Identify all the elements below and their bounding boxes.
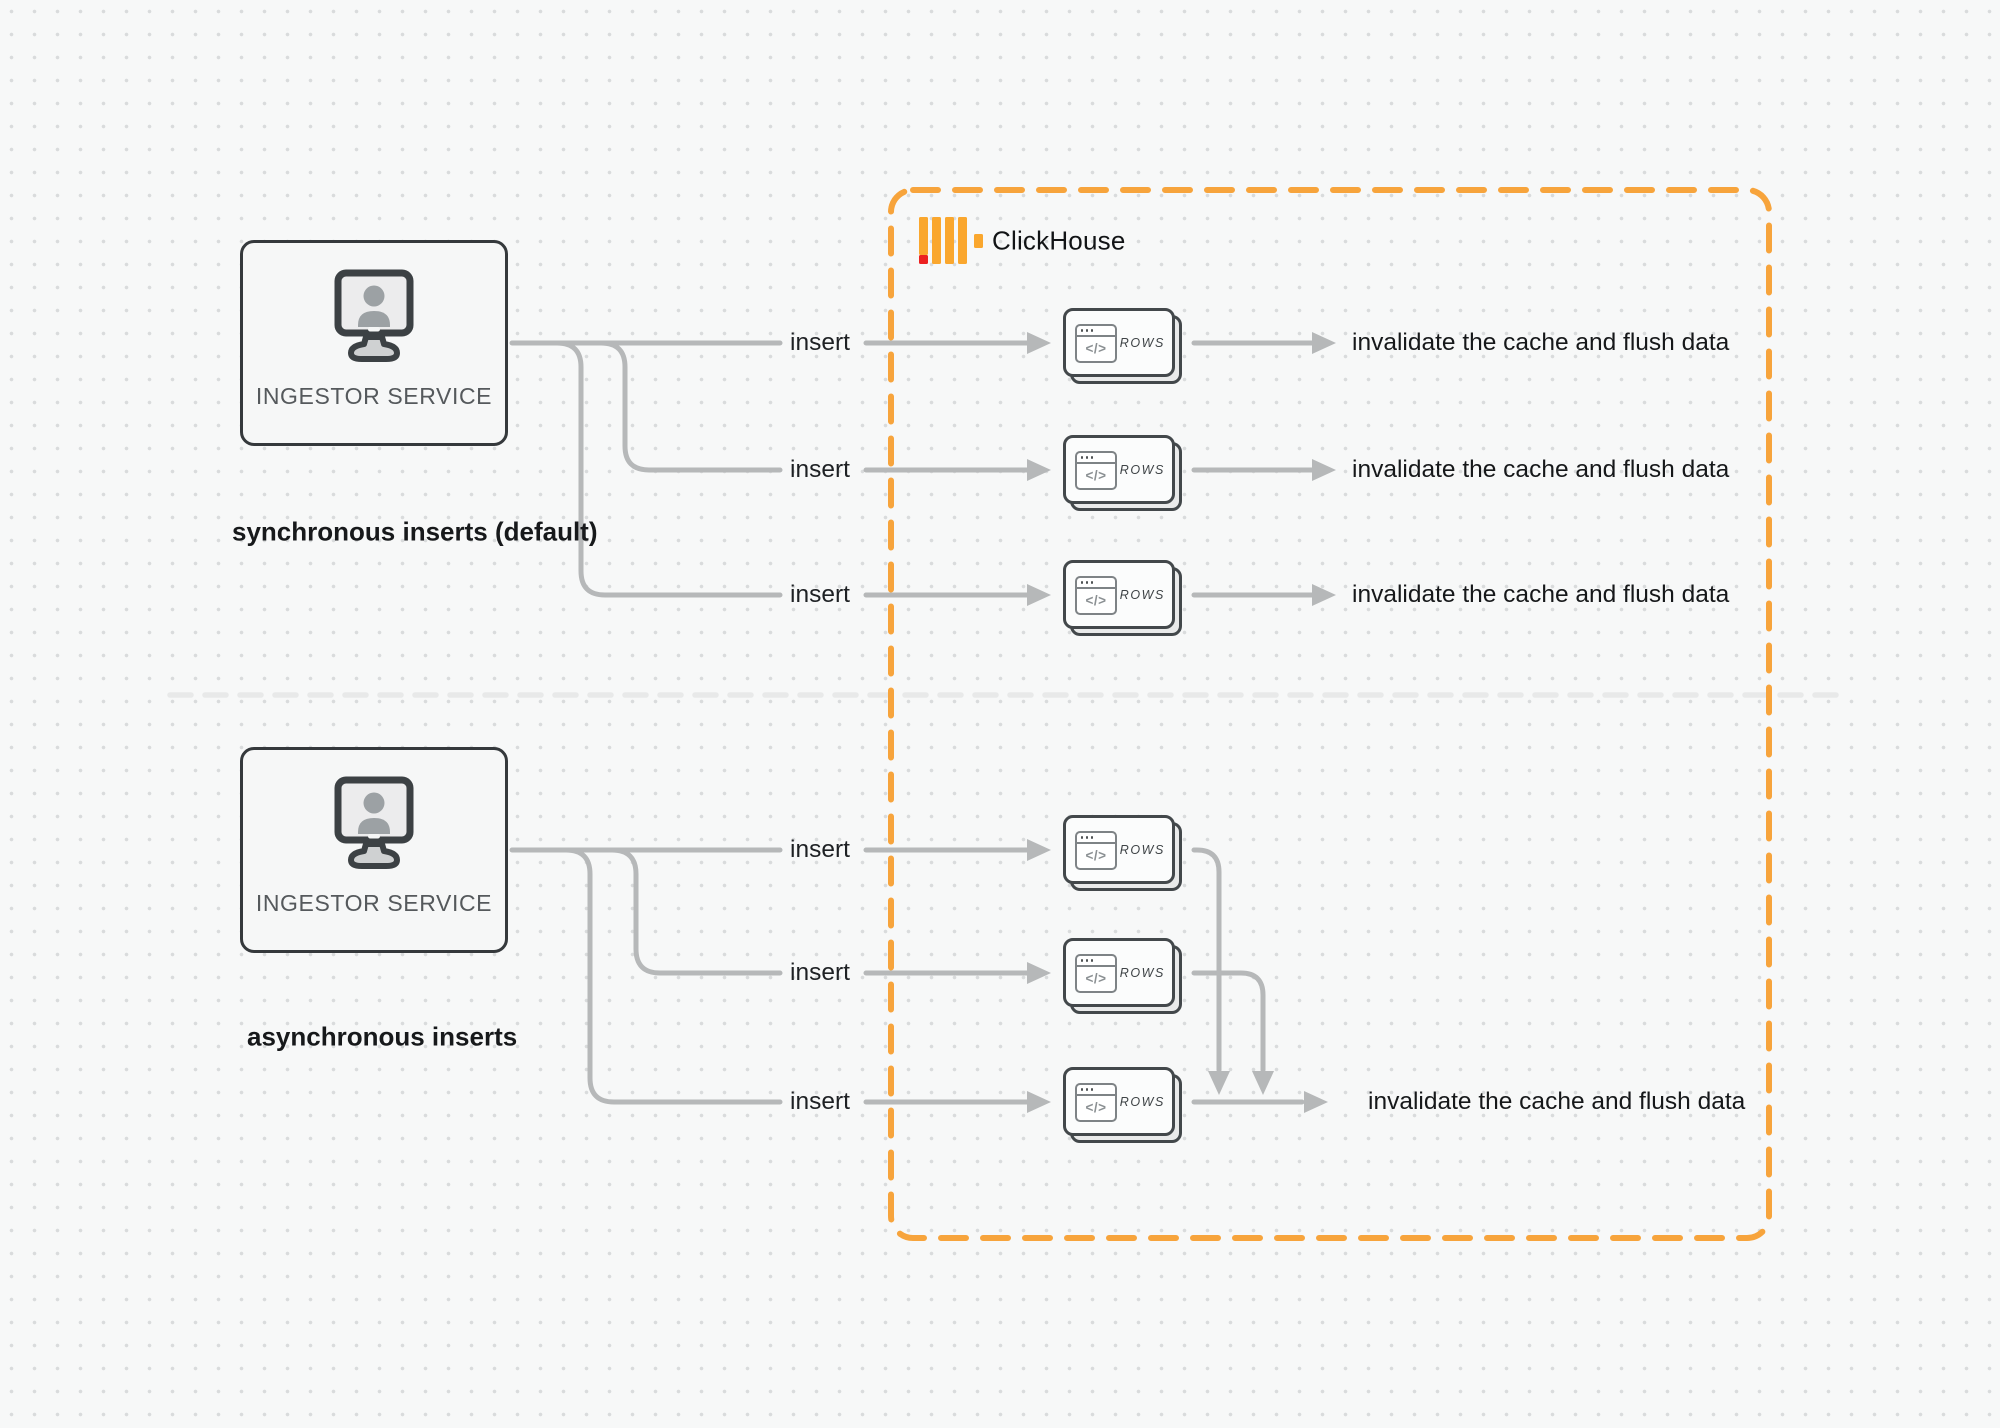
async-merge-line-1 (1191, 847, 1222, 1073)
insert-label: insert (790, 836, 850, 863)
ingestor-service-label: INGESTOR SERVICE (255, 383, 493, 409)
rows-card-face: </> ROWS (1063, 815, 1175, 884)
arrowhead (1027, 332, 1051, 354)
code-window-icon: </> (1075, 954, 1117, 993)
monitor-user-icon (334, 776, 414, 869)
ingestor-service-box-async: INGESTOR SERVICE (240, 747, 508, 953)
code-window-titlebar (1077, 956, 1115, 967)
gray-connectors (509, 340, 1315, 1105)
arrowhead-down (1208, 1071, 1230, 1095)
insert-label: insert (790, 1088, 850, 1115)
async-fanout-line-3 (563, 847, 783, 1105)
code-window-icon: </> (1075, 576, 1117, 615)
result-label: invalidate the cache and flush data (1368, 1088, 1746, 1115)
clickhouse-logo-icon (919, 217, 983, 264)
code-window-titlebar (1077, 1085, 1115, 1096)
async-fanout-line-2 (609, 847, 783, 976)
clickhouse-brand-label: ClickHouse (992, 225, 1126, 256)
rows-card-face: </> ROWS (1063, 938, 1175, 1007)
insert-label: insert (790, 329, 850, 356)
arrowhead (1027, 459, 1051, 481)
monitor-user-icon (334, 269, 414, 362)
code-window-icon: </> (1075, 1083, 1117, 1122)
rows-card-face: </> ROWS (1063, 560, 1175, 629)
rows-label: ROWS (1119, 587, 1165, 602)
code-window-icon: </> (1075, 451, 1117, 490)
rows-card: </> ROWS (1063, 435, 1182, 511)
rows-card: </> ROWS (1063, 560, 1182, 636)
arrowhead-down (1252, 1071, 1274, 1095)
rows-card: </> ROWS (1063, 308, 1182, 384)
rows-card-face: </> ROWS (1063, 1067, 1175, 1136)
rows-card: </> ROWS (1063, 1067, 1182, 1143)
code-window-icon: </> (1075, 324, 1117, 363)
arrowhead (1304, 1091, 1328, 1113)
rows-card-face: </> ROWS (1063, 308, 1175, 377)
result-label: invalidate the cache and flush data (1352, 456, 1730, 483)
sync-fanout-line-3 (554, 340, 783, 598)
code-glyph: </> (1085, 592, 1107, 608)
code-window-titlebar (1077, 453, 1115, 464)
result-label: invalidate the cache and flush data (1352, 581, 1730, 608)
code-glyph: </> (1085, 467, 1107, 483)
rows-label: ROWS (1119, 842, 1165, 857)
rows-card: </> ROWS (1063, 815, 1182, 891)
ingestor-service-box-sync: INGESTOR SERVICE (240, 240, 508, 446)
ingestor-service-label: INGESTOR SERVICE (255, 890, 493, 916)
code-glyph: </> (1085, 970, 1107, 986)
result-label: invalidate the cache and flush data (1352, 329, 1730, 356)
rows-label: ROWS (1119, 462, 1165, 477)
insert-label: insert (790, 456, 850, 483)
rows-label: ROWS (1119, 965, 1165, 980)
code-window-titlebar (1077, 326, 1115, 337)
code-window-icon: </> (1075, 831, 1117, 870)
rows-label: ROWS (1119, 1094, 1165, 1109)
arrowhead (1027, 839, 1051, 861)
rows-card-face: </> ROWS (1063, 435, 1175, 504)
code-window-titlebar (1077, 578, 1115, 589)
code-glyph: </> (1085, 847, 1107, 863)
arrowhead (1312, 584, 1336, 606)
insert-label: insert (790, 581, 850, 608)
async-caption: asynchronous inserts (247, 1021, 518, 1052)
arrowhead (1027, 584, 1051, 606)
code-window-titlebar (1077, 833, 1115, 844)
rows-card: </> ROWS (1063, 938, 1182, 1014)
code-glyph: </> (1085, 340, 1107, 356)
arrowhead (1027, 962, 1051, 984)
sync-fanout-line-2 (598, 340, 783, 473)
rows-label: ROWS (1119, 335, 1165, 350)
arrowhead (1312, 332, 1336, 354)
async-merge-line-2 (1191, 970, 1266, 1073)
code-glyph: </> (1085, 1099, 1107, 1115)
arrowhead (1027, 1091, 1051, 1113)
sync-caption: synchronous inserts (default) (232, 516, 598, 547)
insert-label: insert (790, 959, 850, 986)
arrowhead (1312, 459, 1336, 481)
